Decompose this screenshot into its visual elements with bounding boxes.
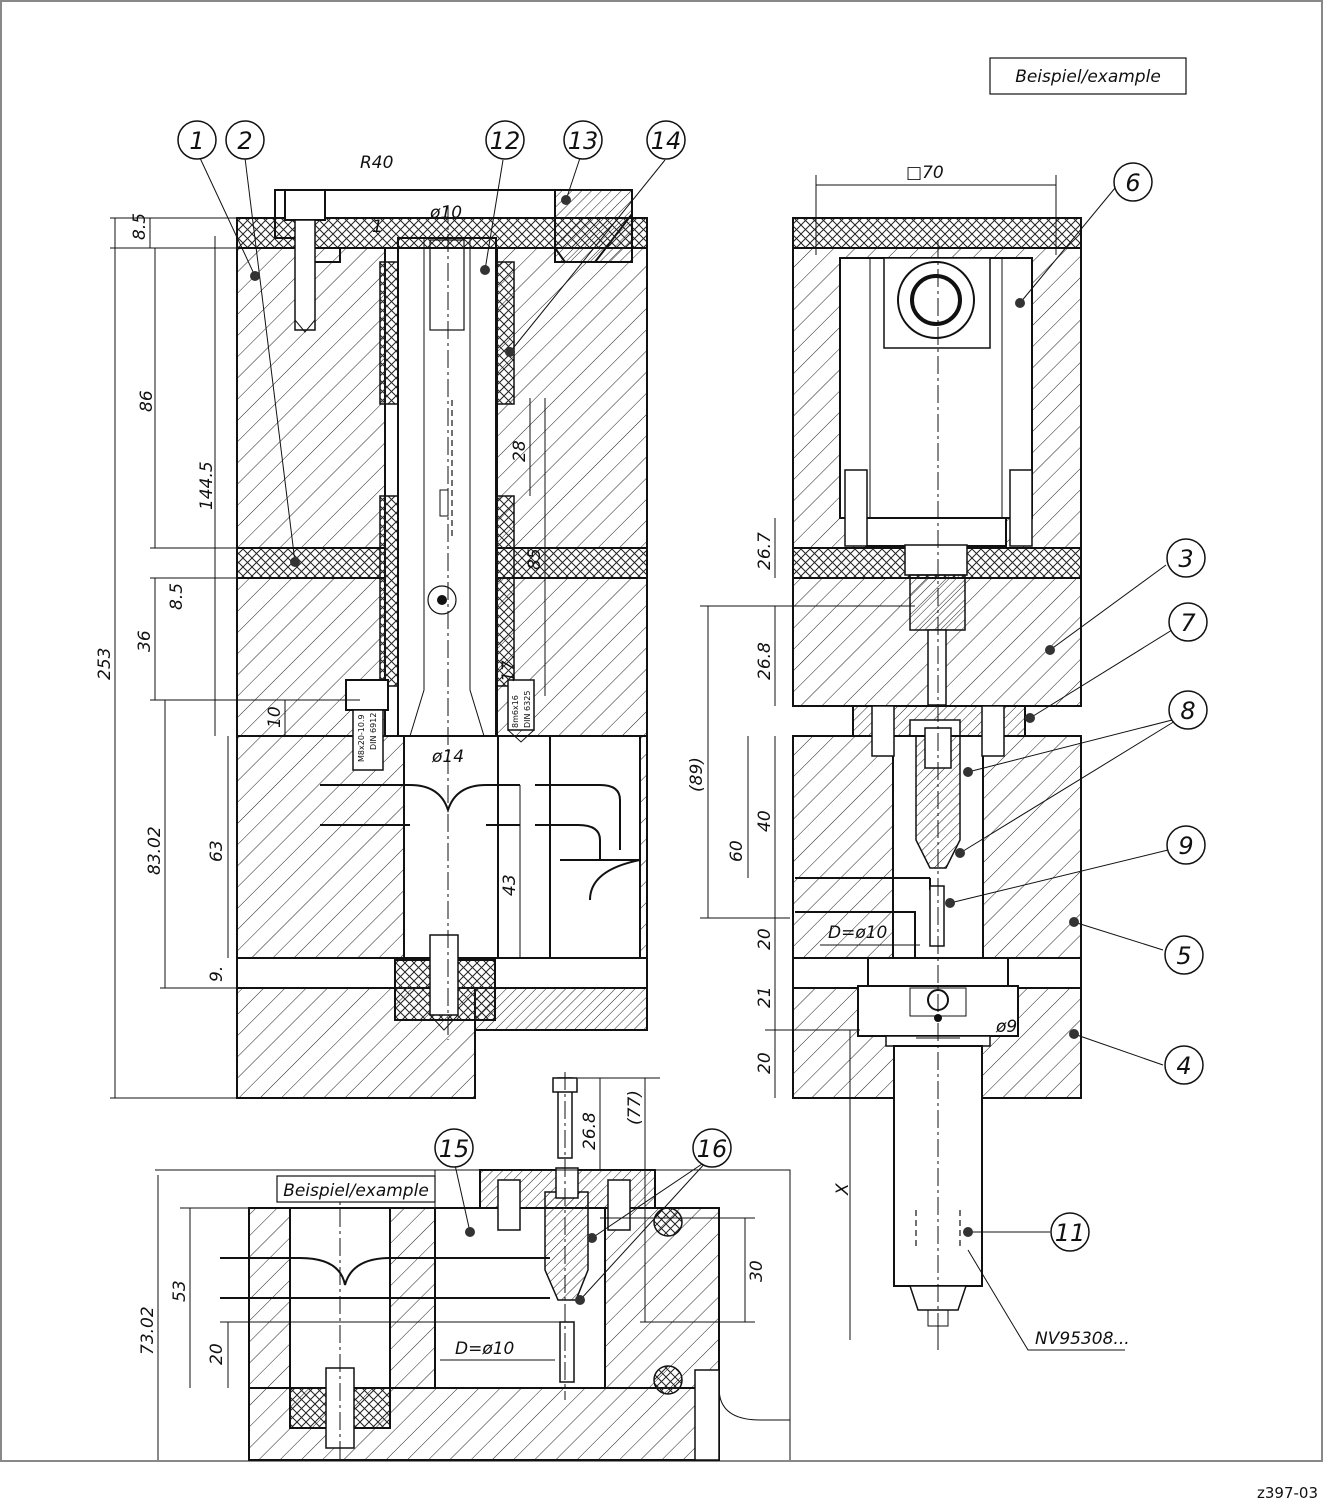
dim-85: 85 xyxy=(525,548,545,570)
dim-r40: R40 xyxy=(360,153,393,173)
bottom-section-view: Beispiel/example 26.8 (77) 73.02 53 20 3… xyxy=(138,1072,791,1461)
dim-9: 9. xyxy=(207,966,227,982)
svg-text:15: 15 xyxy=(439,1135,470,1163)
dim-73-02: 73.02 xyxy=(138,1306,158,1355)
dim-20b: 20 xyxy=(755,1052,775,1074)
drawing-number: z397-03 xyxy=(1257,1484,1318,1502)
balloon-3: 3 xyxy=(1166,538,1206,578)
dim-x: X xyxy=(833,1183,853,1196)
dim-26-7: 26.7 xyxy=(755,532,775,570)
screw-label-din6912: DIN 6912 xyxy=(369,713,378,750)
dim-8-5-top: 8.5 xyxy=(130,213,150,240)
dim-d9: ø9 xyxy=(995,1017,1017,1037)
dim-40: 40 xyxy=(755,810,775,832)
dim-77: (77) xyxy=(625,1090,645,1125)
svg-text:8: 8 xyxy=(1180,697,1195,725)
dim-d-d10-bottom: D=ø10 xyxy=(455,1339,514,1359)
svg-text:16: 16 xyxy=(697,1135,728,1163)
balloon-16: 16 xyxy=(692,1128,732,1168)
dim-10: 10 xyxy=(265,706,285,728)
balloon-12: 12 xyxy=(485,120,525,160)
example-label-box: Beispiel/example xyxy=(989,57,1187,95)
svg-text:7: 7 xyxy=(1180,609,1196,637)
dim-d14: ø14 xyxy=(431,747,464,767)
balloon-6: 6 xyxy=(1113,162,1153,202)
dim-26-8: 26.8 xyxy=(755,642,775,680)
dim-36: 36 xyxy=(135,630,155,652)
svg-text:12: 12 xyxy=(490,127,521,155)
balloon-8: 8 xyxy=(1168,690,1208,730)
example-label-small: Beispiel/example xyxy=(283,1181,429,1201)
svg-text:13: 13 xyxy=(568,127,599,155)
dim-square-70: □70 xyxy=(906,163,944,183)
dim-60: 60 xyxy=(727,840,747,862)
left-section-view: M8x20-10.9 DIN 6912 8m6x16 DIN 6325 xyxy=(95,120,686,1099)
dim-17: 17 xyxy=(499,660,519,682)
part-reference: NV95308... xyxy=(1035,1329,1130,1349)
dim-8-5-mid: 8.5 xyxy=(167,583,187,610)
dim-21: 21 xyxy=(755,986,775,1008)
dim-26-8-bottom: 26.8 xyxy=(580,1112,600,1150)
dim-53: 53 xyxy=(170,1280,190,1302)
svg-text:6: 6 xyxy=(1125,169,1140,197)
right-section-view: □70 26.7 26.8 (89) 40 60 20 21 20 D=ø10 … xyxy=(687,162,1208,1351)
dim-144-5: 144.5 xyxy=(197,461,217,510)
balloon-1: 1 xyxy=(177,120,217,160)
svg-text:5: 5 xyxy=(1176,942,1191,970)
svg-text:3: 3 xyxy=(1178,545,1193,573)
dim-28: 28 xyxy=(510,440,530,462)
dim-30: 30 xyxy=(747,1260,767,1282)
svg-text:4: 4 xyxy=(1176,1052,1191,1080)
dim-253: 253 xyxy=(95,648,115,680)
balloon-5: 5 xyxy=(1164,935,1204,975)
balloon-4: 4 xyxy=(1164,1045,1204,1085)
balloon-7: 7 xyxy=(1168,602,1208,642)
dim-83-02: 83.02 xyxy=(145,826,165,875)
pin-label: 8m6x16 xyxy=(511,695,520,728)
svg-text:1: 1 xyxy=(189,127,204,155)
dim-63: 63 xyxy=(207,840,227,862)
svg-text:2: 2 xyxy=(237,127,252,155)
svg-text:9: 9 xyxy=(1178,832,1193,860)
screw-label-m8: M8x20-10.9 xyxy=(357,714,366,762)
dim-d-d10: D=ø10 xyxy=(828,923,887,943)
dim-89: (89) xyxy=(687,757,707,792)
svg-text:11: 11 xyxy=(1055,1219,1086,1247)
dim-1: 1 xyxy=(372,217,383,237)
balloon-13: 13 xyxy=(563,120,603,160)
balloon-14: 14 xyxy=(646,120,686,160)
example-label: Beispiel/example xyxy=(1015,67,1161,87)
balloon-11: 11 xyxy=(1050,1212,1090,1252)
dim-20a: 20 xyxy=(755,928,775,950)
svg-text:14: 14 xyxy=(651,127,682,155)
dim-20-bottom: 20 xyxy=(207,1343,227,1365)
pin-din-label: DIN 6325 xyxy=(523,691,532,728)
dim-86: 86 xyxy=(137,390,157,412)
balloon-15: 15 xyxy=(434,1128,474,1168)
balloon-9: 9 xyxy=(1166,825,1206,865)
dim-43: 43 xyxy=(500,874,520,896)
balloon-2: 2 xyxy=(225,120,265,160)
dim-d10: ø10 xyxy=(429,203,462,223)
